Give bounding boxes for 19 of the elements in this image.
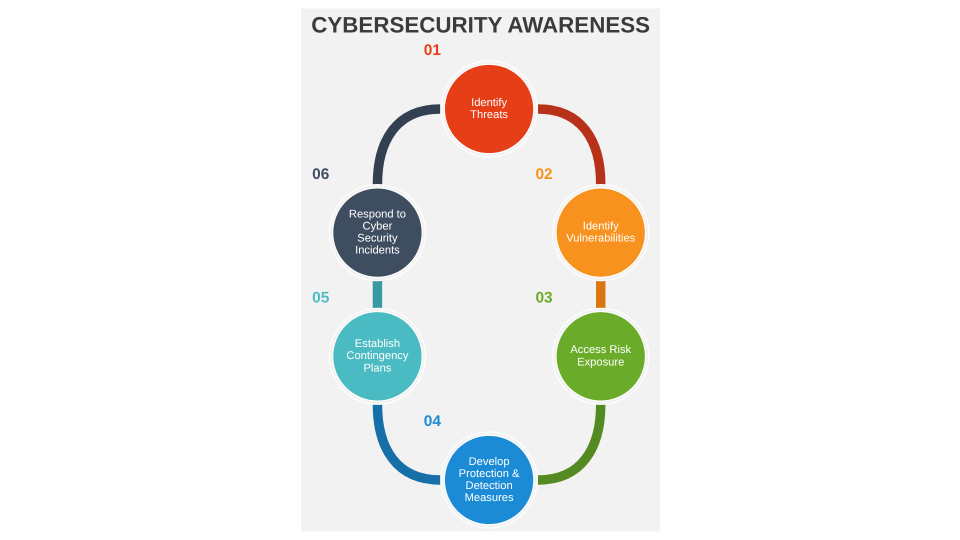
diagram-title: CYBERSECURITY AWARENESS [310, 12, 650, 38]
connector [372, 280, 382, 308]
node-label: 05 [312, 290, 329, 307]
node-circle: Establish Contingency Plans [328, 308, 426, 405]
connector [372, 104, 440, 185]
node-circle: Identify Vulnerabilities [552, 184, 649, 282]
node-circle: Access Risk Exposure [552, 308, 649, 405]
node-circle: Develop Protection & Detection Measures [440, 431, 538, 529]
node-label: 06 [312, 166, 329, 183]
node-label: 03 [534, 290, 552, 307]
node-circle: Respond to Cyber Security Incidents [328, 184, 426, 282]
node-label: 04 [423, 413, 440, 430]
node-label: 01 [423, 42, 440, 60]
node-circle: Identify Threats [440, 60, 538, 158]
connector [537, 404, 605, 485]
connector [537, 104, 605, 185]
node-label: 02 [534, 166, 552, 183]
connector [372, 404, 440, 485]
connector [596, 280, 605, 308]
